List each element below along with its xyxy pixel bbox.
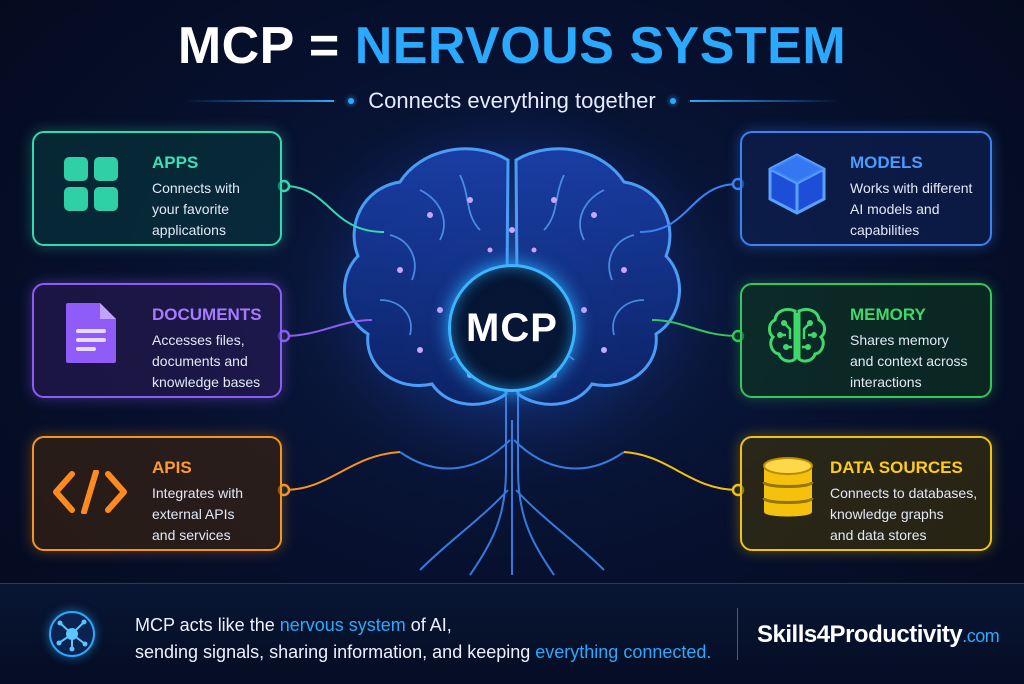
connector-apis xyxy=(283,451,401,491)
memory-description: Shares memory and context across interac… xyxy=(850,332,968,390)
apis-description: Integrates with external APIs and servic… xyxy=(152,485,244,543)
data-sources-description: Connects to databases, knowledge graphs … xyxy=(830,485,978,543)
apis-card: APIS Integrates with external APIs and s… xyxy=(32,436,282,551)
footer-line-1: MCP acts like the nervous system of AI, xyxy=(135,612,711,639)
footer-line1-highlight: nervous system xyxy=(279,615,406,635)
apis-label: APIS xyxy=(152,458,192,477)
footer-message: MCP acts like the nervous system of AI, … xyxy=(135,612,711,666)
subtitle-dot-right xyxy=(669,98,676,104)
footer-line1-text: MCP acts like the xyxy=(135,615,280,635)
subtitle-line-right xyxy=(689,100,840,102)
footer-divider xyxy=(737,608,738,660)
connector-data xyxy=(623,451,739,491)
connector-apps xyxy=(283,185,385,233)
mcp-hub: MCP xyxy=(448,264,576,392)
models-label: MODELS xyxy=(850,153,923,172)
brand-name: Skills4Productivity xyxy=(757,621,963,648)
documents-description: Accesses files, documents and knowledge … xyxy=(152,332,261,390)
memory-label: MEMORY xyxy=(850,305,926,324)
grid-apps-icon xyxy=(64,157,118,211)
subtitle-line-left xyxy=(184,100,335,102)
connector-docs xyxy=(283,319,373,337)
subtitle: Connects everything together xyxy=(368,88,656,113)
page-title: MCP = NERVOUS SYSTEM xyxy=(0,16,1024,76)
footer-line2-text: sending signals, sharing information, an… xyxy=(135,642,536,662)
apps-card: APPS Connects with your favorite applica… xyxy=(32,131,282,246)
brainstem-roots xyxy=(399,394,625,576)
documents-label: DOCUMENTS xyxy=(152,305,262,324)
subtitle-dot-left xyxy=(348,98,355,104)
apps-label: APPS xyxy=(152,153,199,172)
circuit-brain-icon xyxy=(768,307,826,363)
models-description: Works with different AI models and capab… xyxy=(850,180,973,238)
documents-card: DOCUMENTS Accesses files, documents and … xyxy=(32,283,282,398)
footer-line-2: sending signals, sharing information, an… xyxy=(135,639,711,666)
models-card: MODELS Works with different AI models an… xyxy=(740,131,992,246)
subtitle-row: Connects everything together xyxy=(0,86,1024,116)
footer-line1-end: of AI, xyxy=(405,615,452,635)
apps-description: Connects with your favorite applications xyxy=(152,180,240,238)
neuron-icon xyxy=(49,611,95,657)
brand-logo: Skills4Productivity.com xyxy=(757,621,1000,649)
title-highlight: NERVOUS SYSTEM xyxy=(354,17,847,75)
memory-card: MEMORY Shares memory and context across … xyxy=(740,283,992,398)
mcp-hub-label: MCP xyxy=(466,305,558,350)
database-icon xyxy=(762,457,814,517)
code-brackets-icon xyxy=(53,470,127,514)
data-sources-label: DATA SOURCES xyxy=(830,458,963,477)
footer-line2-highlight: everything connected. xyxy=(535,642,712,662)
document-icon xyxy=(66,303,116,363)
connector-models xyxy=(639,183,739,233)
cube-icon xyxy=(768,153,826,215)
brand-tld: .com xyxy=(962,626,1000,646)
data-sources-card: DATA SOURCES Connects to databases, know… xyxy=(740,436,992,551)
footer: MCP acts like the nervous system of AI, … xyxy=(0,583,1024,684)
title-prefix: MCP = xyxy=(177,17,355,75)
connector-memory xyxy=(651,319,739,337)
